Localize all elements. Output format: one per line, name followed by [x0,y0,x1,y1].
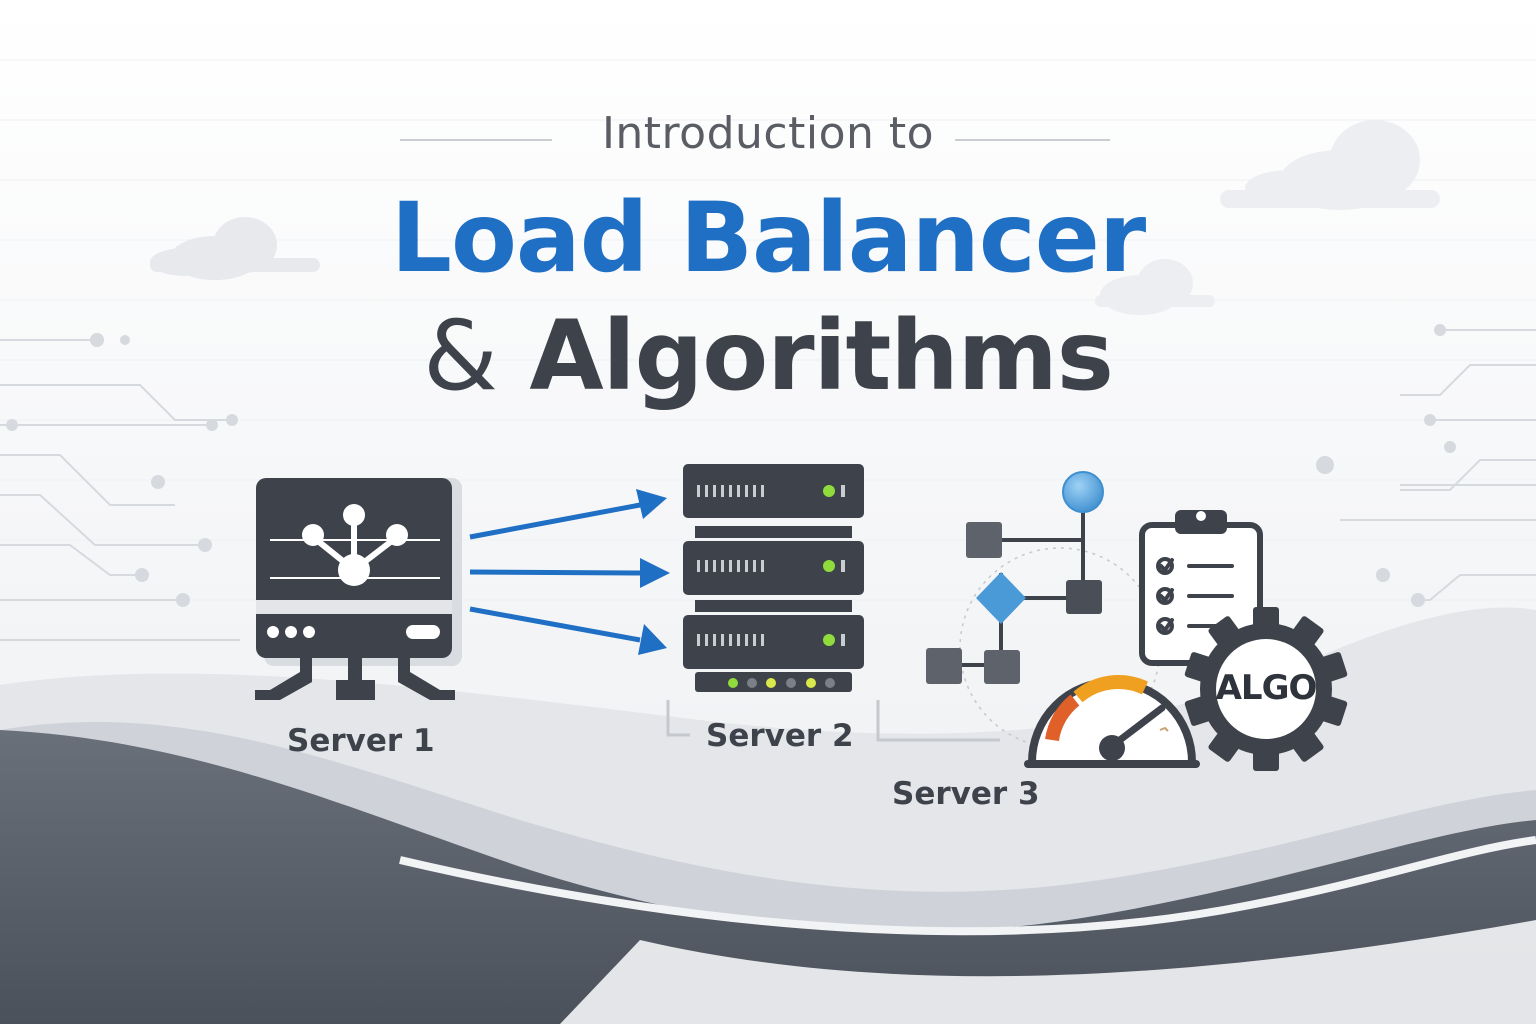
title-sub: & Algorithms [0,300,1536,412]
arrow-icon-top [469,489,667,540]
title-ampersand: & [423,300,498,412]
traffic-arrows [469,489,670,655]
gear-icon [1184,607,1348,771]
server-2-label: Server 2 [706,718,854,754]
speedometer-icon [1024,675,1200,768]
server-1-label: Server 1 [287,723,435,759]
cloud-icon-right [1220,120,1440,210]
load-balancer-icon [255,478,462,700]
gear-label: ALGO [1215,668,1318,708]
title-algorithms: Algorithms [529,300,1114,412]
circuit-nodes-right [1316,324,1456,607]
arrow-icon-bottom [469,606,667,655]
circuit-nodes-left [6,333,238,607]
circuit-traces-left [0,339,240,641]
arrow-icon-middle [469,558,670,588]
wave-highlight [399,836,1536,936]
cloud-icon-right-small [1095,259,1215,315]
wave-dark [0,730,1536,1024]
title-main: Load Balancer [390,182,1146,294]
flowchart-icon [926,471,1161,749]
server-rack-icon [666,464,1000,742]
server-3-label: Server 3 [892,776,1040,812]
title-intro: Introduction to [601,108,935,159]
wave-white-bottom [560,920,1536,1024]
cloud-icon-left [150,217,320,280]
